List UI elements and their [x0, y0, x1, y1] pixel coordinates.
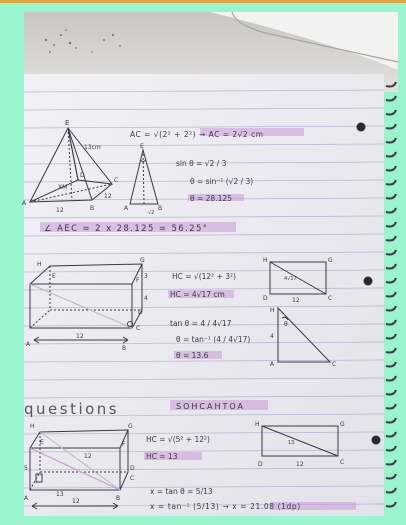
angle-statement: ∠ AEC = 2 x 28.125 = 56.25°: [44, 224, 208, 234]
paper-corner: [210, 12, 398, 70]
cuboid-corner-e: E: [52, 273, 56, 280]
cuboid-corner-a: A: [26, 341, 31, 348]
cuboid-tan-working: tan θ = 4 / 4√17: [170, 319, 232, 328]
q-side-rect-d: D: [258, 461, 263, 468]
cuboid-dim-3: 3: [144, 273, 148, 280]
pyramid-corner-c: C: [114, 177, 118, 184]
side-tri-half-base: √2: [148, 210, 154, 216]
cuboid-hc-working: HC = √(12² + 3²): [172, 272, 236, 281]
pyramid-center-mark: XM: [58, 184, 67, 191]
spiral-binding: [385, 81, 397, 508]
cuboid-diagram: [29, 263, 143, 329]
theta-result-1: θ = 28.125: [190, 194, 232, 203]
q-cuboid-dim-13: 13: [56, 491, 64, 498]
pyramid-apex-label: E: [65, 119, 69, 127]
side-tri-left: A: [124, 205, 129, 212]
q-cuboid-a: A: [24, 495, 29, 502]
question-cuboid-diagram: [29, 429, 129, 491]
cuboid-hc-result: HC = 4√17 cm: [170, 290, 225, 299]
questions-heading: questions: [24, 400, 119, 418]
cuboid-corner-f: F: [136, 277, 140, 284]
cuboid-dim-12: 12: [76, 333, 84, 340]
q-side-rect: [261, 425, 339, 457]
q-x-result: x = tan⁻¹ (5/13) → x = 21.08 (1dp): [150, 502, 301, 511]
side-triangle: [129, 148, 159, 205]
q-tan-working: x = tan θ = 5/13: [150, 487, 213, 496]
binding-holes: [356, 122, 381, 445]
cuboid-corner-b: B: [122, 345, 126, 352]
side-tri-right: B: [158, 205, 162, 212]
question-cuboid-arrow: [31, 502, 119, 510]
cuboid-theta-step: θ = tan⁻¹ (4 / 4√17): [176, 335, 250, 344]
q-side-rect-h: H: [255, 421, 260, 428]
eraser-crumbs: [44, 29, 121, 53]
pyramid-diagram: [28, 126, 114, 204]
q-side-rect-c: C: [340, 459, 344, 466]
side-tri-apex: E: [140, 143, 144, 150]
q-cuboid-f: F: [122, 441, 126, 448]
q-hc-working: HC = √(5² + 12²): [146, 435, 210, 444]
q-hc-result: HC = 13: [146, 452, 178, 461]
pyramid-corner-a: A: [22, 200, 27, 207]
q-side-rect-g: G: [340, 421, 345, 428]
q-cuboid-h: H: [30, 423, 35, 430]
pyramid-base-edge-2: 12: [104, 193, 112, 200]
ac-working: AC = √(2² + 2²) → AC = 2√2 cm: [130, 130, 264, 139]
cuboid-side-rect: [269, 261, 327, 295]
cuboid-theta-result: θ = 13.6: [176, 351, 209, 360]
side-rect-g: G: [328, 257, 333, 264]
q-cuboid-dim-5: 5: [24, 465, 28, 472]
sohcahtoa-mnemonic: SOHCAHTOA: [176, 402, 245, 411]
q-cuboid-c: C: [130, 475, 134, 482]
q-side-rect-diag: 13: [288, 440, 294, 446]
cuboid-corner-h: H: [37, 261, 42, 268]
side-rect-c: C: [328, 295, 332, 302]
side-rect-base: 12: [292, 297, 300, 304]
cuboid-dim-arrow: [33, 336, 129, 344]
q-cuboid-e: E: [40, 439, 44, 446]
sin-working: sin θ = √2 / 3: [176, 159, 227, 168]
theta-step-1: θ = sin⁻¹ (√2 / 3): [190, 177, 253, 186]
q-side-rect-base: 12: [296, 461, 304, 468]
q-cuboid-dim-12b: 12: [72, 498, 80, 505]
cuboid-corner-d: D: [138, 309, 143, 316]
pyramid-corner-b: B: [90, 205, 94, 212]
side-rect-diag: 4√17: [284, 276, 297, 282]
cuboid-corner-c: C: [136, 325, 140, 332]
q-cuboid-d: D: [130, 465, 135, 472]
side-rect-h: H: [263, 257, 268, 264]
pyramid-corner-d: D: [80, 172, 85, 179]
cuboid-dim-4: 4: [144, 295, 148, 302]
pyramid-slant-label: 13cm: [84, 144, 101, 151]
cuboid-corner-g: G: [140, 257, 145, 264]
cuboid-right-triangle: [277, 306, 332, 363]
right-tri-side: 4: [270, 333, 274, 340]
right-tri-theta: θ: [284, 321, 288, 328]
ruled-lines: [23, 89, 385, 507]
q-cuboid-dim-12a: 12: [84, 453, 92, 460]
q-cuboid-b: B: [116, 495, 120, 502]
right-tri-c: C: [332, 361, 336, 368]
q-cuboid-g: G: [128, 423, 133, 430]
side-rect-d: D: [263, 295, 268, 302]
right-tri-a: A: [270, 361, 275, 368]
pyramid-base-edge-1: 12: [56, 207, 64, 214]
right-tri-h: H: [270, 307, 275, 314]
